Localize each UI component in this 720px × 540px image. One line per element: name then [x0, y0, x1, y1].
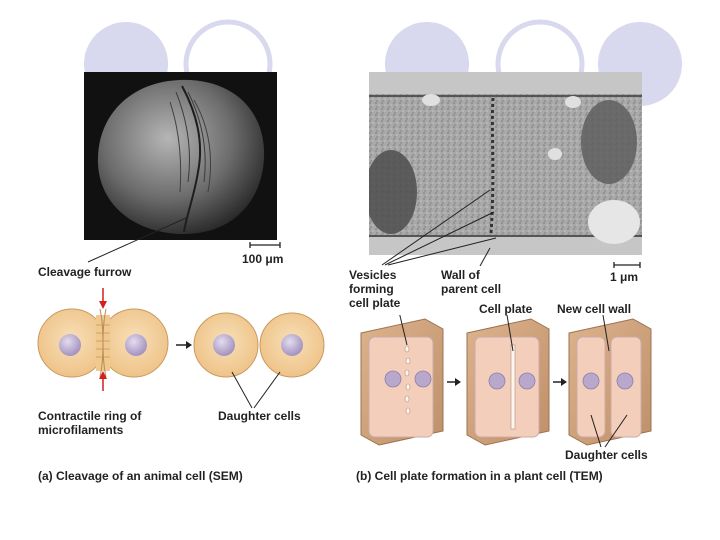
new-cell-wall-label: New cell wall	[557, 302, 631, 316]
cleavage-furrow-label: Cleavage furrow	[38, 265, 131, 279]
nucleus-left	[59, 334, 81, 356]
vesicles-label: Vesicles forming cell plate	[349, 268, 400, 310]
plant-cell-stage-2	[467, 319, 549, 445]
animal-cell-cleavage-diagram	[30, 285, 340, 395]
scale-bar-b	[612, 260, 644, 270]
animal-daughter-cells	[194, 313, 324, 377]
scale-bar-b-label: 1 μm	[610, 270, 638, 284]
cell-plate-label: Cell plate	[479, 302, 532, 316]
contractile-ring-label: Contractile ring of microfilaments	[38, 409, 141, 437]
caption-b: (b) Cell plate formation in a plant cell…	[356, 469, 603, 483]
progression-arrow	[176, 341, 192, 349]
scale-bar-a	[248, 240, 282, 250]
dividing-animal-cell	[38, 309, 168, 377]
plant-cell-stage-1	[361, 319, 443, 445]
nucleus-right	[125, 334, 147, 356]
tem-plant-cell-image	[369, 72, 642, 255]
animal-daughter-cells-label: Daughter cells	[218, 409, 301, 423]
scale-bar-a-label: 100 μm	[242, 252, 283, 266]
plant-cell-stage-3	[569, 319, 651, 445]
plant-cell-plate-diagram	[355, 315, 675, 450]
plant-daughter-cells-label: Daughter cells	[565, 448, 648, 462]
plant-progression-arrow-1	[447, 378, 461, 386]
caption-a: (a) Cleavage of an animal cell (SEM)	[38, 469, 243, 483]
sem-animal-cell-image	[84, 72, 277, 240]
plant-progression-arrow-2	[553, 378, 567, 386]
wall-of-parent-label: Wall of parent cell	[441, 268, 501, 296]
